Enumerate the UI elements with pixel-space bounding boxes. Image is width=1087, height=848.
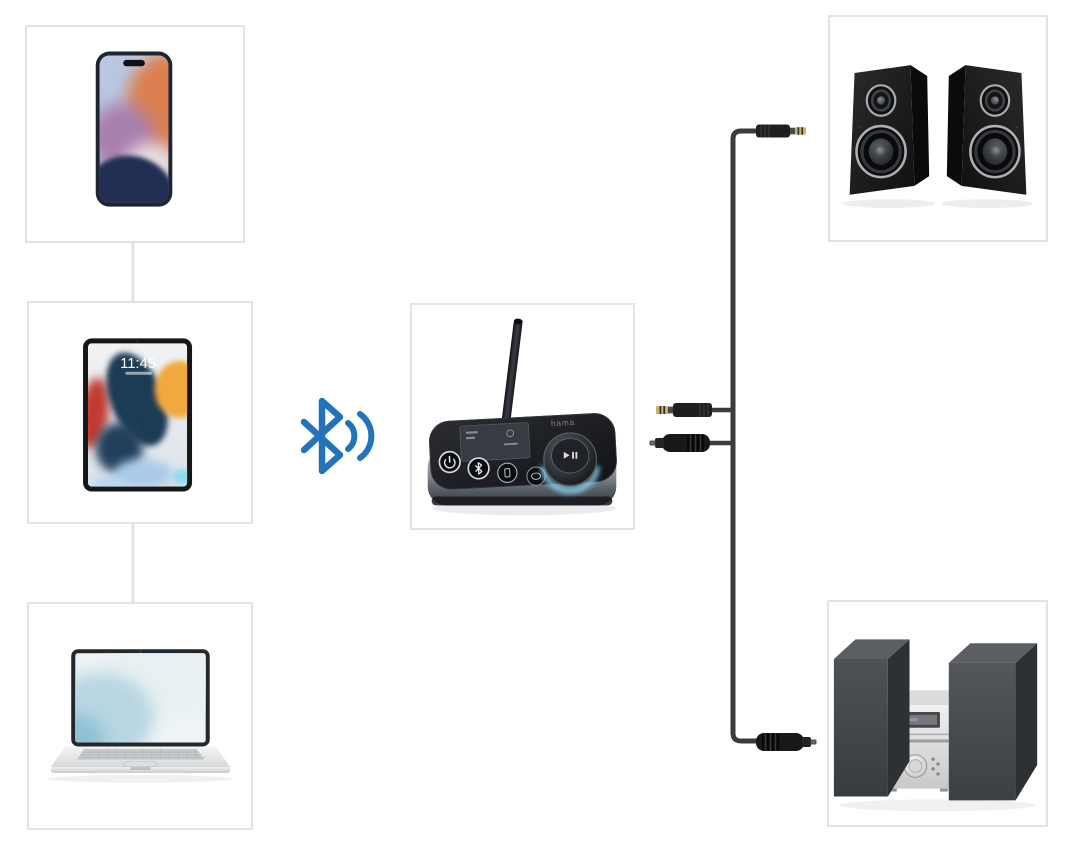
hifi-speaker-right <box>948 643 1038 801</box>
smartphone-illustration <box>95 51 173 207</box>
knob-glow-ring <box>540 465 600 494</box>
tablet-lock-screen-time: 11:45 <box>120 356 156 372</box>
screw-dot <box>858 125 861 129</box>
aux-plug-from-transmitter <box>656 403 712 417</box>
right-speaker-front <box>948 662 1016 801</box>
unit-foot-left <box>888 788 897 792</box>
optical-plug-to-hifi <box>756 733 817 751</box>
tablet-illustration: 11:45 <box>83 338 193 492</box>
speaker-side-panel <box>910 65 930 186</box>
smartphone-box <box>25 25 245 243</box>
power-button <box>438 450 461 474</box>
loop-icon <box>531 472 542 480</box>
transmitter-base-shade <box>431 496 613 506</box>
transmitter-illustration: hama <box>427 318 617 516</box>
speaker-shadow-left <box>842 199 936 209</box>
aux-plug-to-speakers <box>756 124 806 138</box>
right-speaker-side <box>1015 643 1038 801</box>
transmitter-brand-label: hama <box>551 417 575 428</box>
laptop-wallpaper <box>75 653 206 743</box>
hifi-shadow <box>838 799 1036 812</box>
left-speaker-top <box>833 639 910 660</box>
bluetooth-button <box>467 457 490 480</box>
woofer <box>855 124 907 179</box>
tablet-lock-screen-date-line <box>125 371 152 375</box>
phone-icon <box>504 468 511 478</box>
signal-wave-large-icon <box>357 411 375 461</box>
tablet-wallpaper <box>87 343 188 487</box>
laptop-trackpad <box>122 761 159 767</box>
phone-dynamic-island <box>123 59 145 67</box>
signal-wave-small-icon <box>345 420 358 452</box>
left-speaker-front <box>833 659 888 797</box>
speakers-box <box>828 15 1048 242</box>
unit-foot-right <box>939 788 948 792</box>
hifi-box <box>827 600 1048 827</box>
bluetooth-symbol-wrap <box>278 388 382 484</box>
volume-knob <box>540 432 600 494</box>
antenna <box>500 318 523 437</box>
hifi-speaker-left <box>833 639 910 797</box>
tablet-box: 11:45 <box>27 301 253 524</box>
transmitter-display <box>459 422 531 462</box>
right-speaker-top <box>948 643 1038 663</box>
laptop-thumb-notch <box>130 767 151 771</box>
tablet-camera-dot <box>136 340 139 342</box>
cable-trunk <box>730 128 757 744</box>
tweeter <box>865 84 897 117</box>
laptop-key-grid <box>78 749 205 760</box>
laptop-box <box>27 602 253 830</box>
bluetooth-icon <box>300 397 375 475</box>
laptop-keyboard <box>77 748 204 760</box>
display-glyphs <box>465 429 518 446</box>
laptop-camera-dot <box>139 650 142 653</box>
speaker-right <box>945 63 1028 197</box>
unit-seam-line <box>887 733 949 736</box>
transmitter-box: hama <box>410 303 635 530</box>
optical-plug-from-transmitter <box>649 434 710 452</box>
phone-mode-button <box>497 462 518 484</box>
speaker-left <box>849 65 930 195</box>
speaker-shadow-right <box>940 199 1034 209</box>
hifi-illustration <box>833 639 1038 812</box>
bluetooth-rune-icon <box>300 397 344 475</box>
laptop-illustration <box>46 649 234 783</box>
laptop-shadow <box>46 774 234 783</box>
speakers-illustration <box>842 63 1034 209</box>
bluetooth-button-icon <box>474 462 483 475</box>
mode-button <box>526 466 546 486</box>
left-speaker-side <box>887 639 910 797</box>
play-pause-icon <box>563 451 578 459</box>
